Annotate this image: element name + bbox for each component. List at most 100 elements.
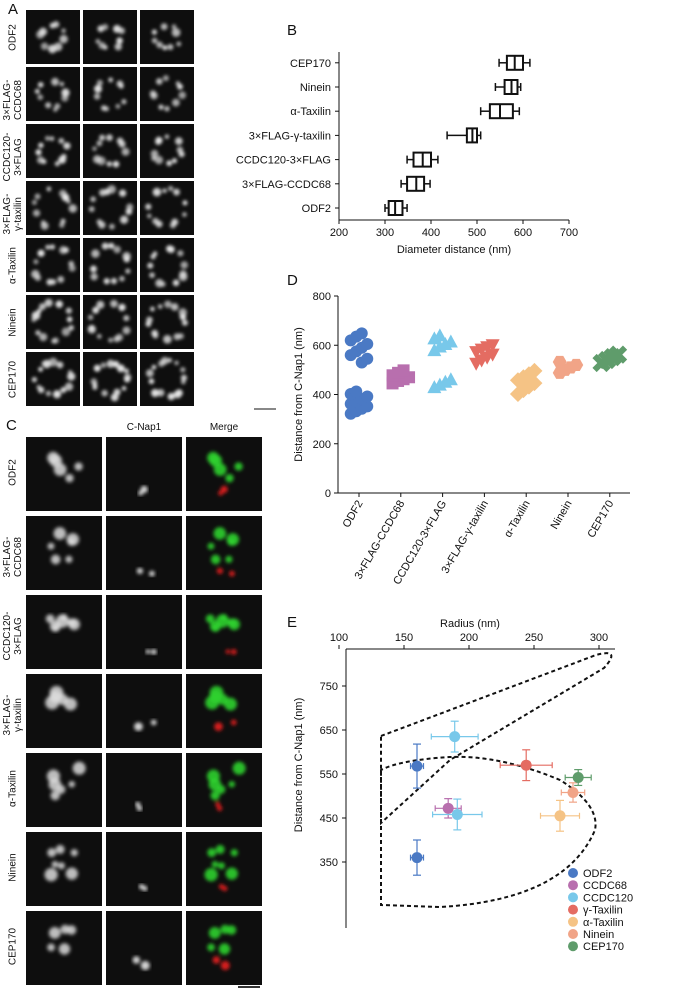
micrograph-tile	[106, 911, 182, 985]
x-tick-label: 400	[422, 227, 440, 239]
data-point	[350, 395, 363, 408]
data-point	[409, 743, 425, 789]
micrograph-row-label: Ninein	[7, 853, 19, 882]
box	[503, 79, 519, 95]
data-point	[480, 351, 495, 365]
micrograph-row-label: α-Taxilin	[7, 770, 19, 807]
category-label: 3×FLAG-CCDC68	[242, 179, 331, 191]
micrograph-tile	[186, 516, 262, 590]
data-point	[344, 407, 357, 420]
micrograph-tile	[140, 10, 194, 64]
micrograph-column-header: Merge	[209, 422, 239, 433]
category-label: 3×FLAG-γ-taxilin	[249, 130, 331, 142]
data-point	[552, 355, 567, 369]
legend-swatch	[568, 916, 578, 927]
micrograph-tile	[140, 67, 194, 121]
scale-bar	[254, 408, 276, 410]
micrograph-tile	[186, 753, 262, 827]
data-point	[564, 768, 592, 787]
legend-label: CCDC120	[583, 892, 633, 904]
micrograph-tile	[26, 181, 80, 235]
micrograph-tile	[83, 352, 137, 406]
legend-swatch	[568, 868, 578, 878]
panel-letter-c: C	[6, 417, 17, 434]
micrograph-row-label: CCDC120- 3×FLAG	[2, 611, 24, 661]
data-point	[469, 346, 484, 360]
micrograph-tile	[106, 832, 182, 906]
micrograph-tile	[26, 124, 80, 178]
micrograph-tile	[26, 911, 102, 985]
data-point	[592, 353, 611, 373]
data-point	[560, 782, 586, 803]
micrograph-tile	[140, 238, 194, 292]
data-point	[344, 349, 357, 362]
data-point	[432, 328, 447, 342]
data-point	[361, 338, 374, 351]
data-point	[392, 374, 405, 387]
data-point	[344, 334, 357, 347]
panel-letter-e: E	[287, 614, 298, 631]
box	[412, 151, 432, 168]
x-tick-label: 300	[376, 227, 394, 239]
legend-swatch	[568, 929, 578, 939]
category-label: Ninein	[549, 499, 575, 532]
data-point	[386, 369, 399, 382]
data-point	[350, 330, 363, 343]
data-point	[432, 339, 447, 353]
micrograph-tile	[140, 181, 194, 235]
data-point	[409, 839, 425, 876]
category-label: CCDC120-3×FLAG	[236, 155, 331, 167]
legend-swatch	[568, 880, 578, 891]
micrograph-tile	[83, 295, 137, 349]
data-point	[344, 397, 357, 410]
y-tick-label: 550	[320, 769, 338, 781]
data-point	[432, 798, 483, 831]
data-point	[474, 354, 489, 368]
micrograph-tile	[26, 595, 102, 669]
micrograph-tile	[26, 295, 80, 349]
data-point	[515, 382, 532, 399]
y-tick-label: 600	[313, 340, 331, 352]
data-point	[563, 361, 578, 374]
panel-letter-b: B	[287, 22, 298, 39]
data-point	[552, 366, 567, 379]
micrograph-tile	[186, 595, 262, 669]
data-point	[597, 350, 617, 370]
legend-swatch	[568, 904, 578, 915]
category-label: CEP170	[290, 58, 331, 70]
data-point	[526, 375, 543, 392]
micrograph-tile	[186, 437, 262, 511]
micrograph-tile	[83, 238, 137, 292]
y-tick-label: 350	[320, 857, 338, 869]
data-point	[539, 799, 581, 832]
legend-swatch	[568, 941, 578, 952]
data-point	[509, 386, 526, 403]
micrograph-tile	[26, 753, 102, 827]
data-point	[443, 372, 458, 386]
x-tick-label: 700	[560, 227, 578, 239]
category-label: 3×FLAG-CCDC68	[353, 499, 408, 582]
micrograph-tile	[26, 10, 80, 64]
y-tick-label: 800	[313, 291, 331, 303]
data-point	[469, 357, 484, 371]
x-tick-label: 600	[514, 227, 532, 239]
data-point	[485, 348, 500, 362]
box	[406, 175, 426, 192]
micrograph-tile	[106, 595, 182, 669]
micrograph-tile	[83, 181, 137, 235]
data-point	[350, 405, 363, 418]
category-label: ODF2	[341, 499, 366, 530]
micrograph-column-header: C-Nap1	[126, 422, 162, 433]
micrograph-tile	[186, 832, 262, 906]
data-point	[438, 337, 453, 351]
micrograph-tile	[106, 437, 182, 511]
micrograph-row-label: CEP170	[7, 927, 19, 966]
box	[465, 127, 479, 144]
data-point	[397, 364, 410, 377]
micrograph-tile	[26, 674, 102, 748]
data-point	[397, 373, 410, 386]
data-point	[361, 400, 374, 413]
y-axis-label: Distance from C-Nap1 (nm)	[293, 327, 305, 461]
data-point	[344, 388, 357, 401]
y-tick-label: 400	[313, 390, 331, 402]
